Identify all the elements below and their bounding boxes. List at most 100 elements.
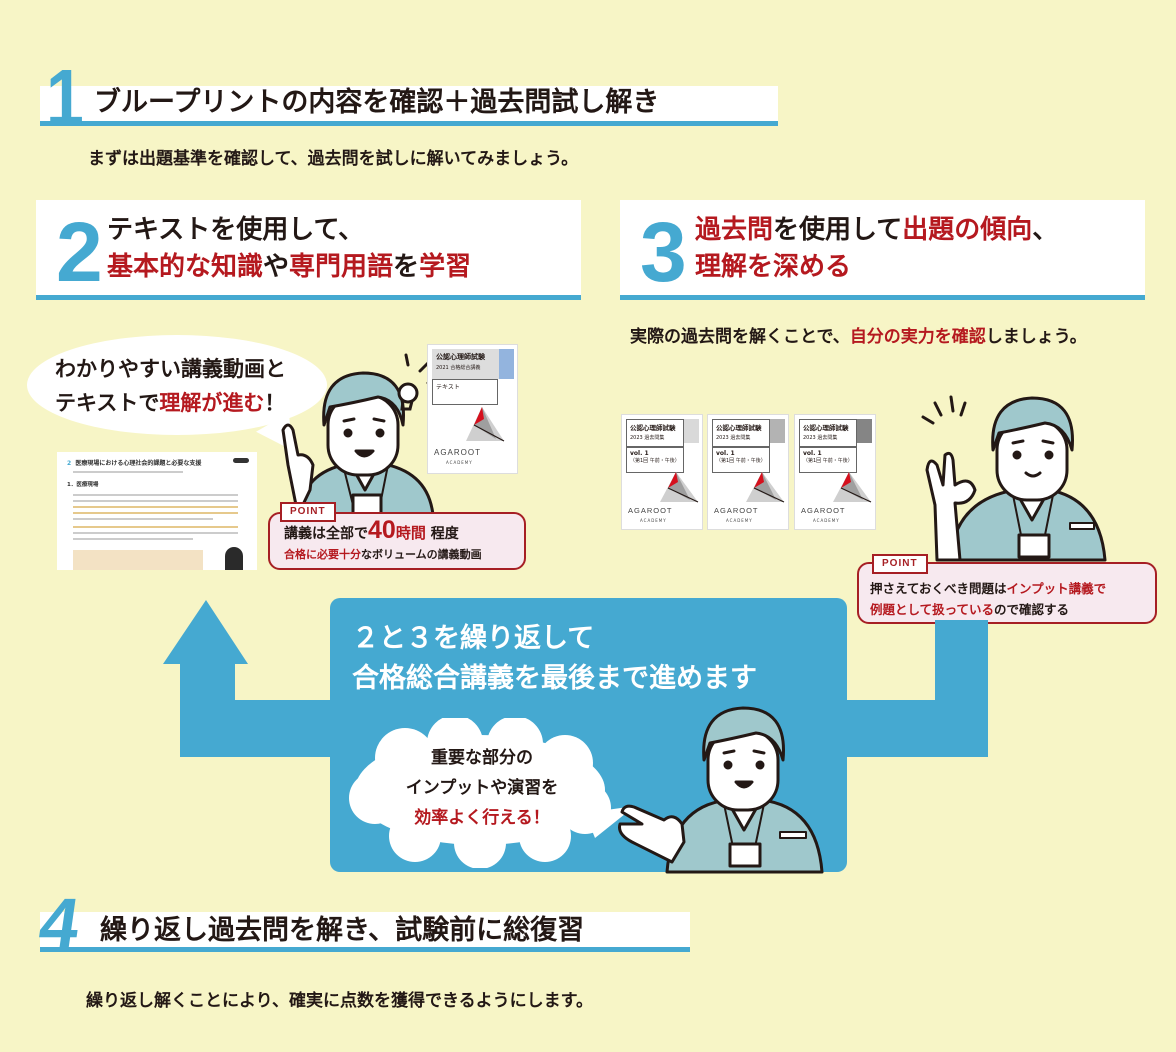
title-segment: 過去問 xyxy=(695,215,774,245)
point1-line2: 合格に必要十分なボリュームの講義動画 xyxy=(284,546,482,562)
slide-text-line xyxy=(73,518,213,520)
title-segment: を xyxy=(393,252,420,282)
repeat-line1: ２と３を繰り返して xyxy=(352,623,595,654)
point2-line2-suffix: ので確認する xyxy=(994,602,1070,617)
cloud-line3: 効率よく行える！ xyxy=(414,808,550,828)
slide-text-line xyxy=(73,538,193,540)
step4-header-bar xyxy=(40,912,690,952)
book-brand: AGAROOT xyxy=(714,506,759,515)
speech-bubble-text: わかりやすい講義動画と テキストで理解が進む！ xyxy=(55,352,286,420)
point1-line2-suffix: なボリュームの講義動画 xyxy=(361,548,482,561)
book-volume: vol. 1 xyxy=(803,450,822,457)
cloud-text: 重要な部分の インプットや演習を 効率よく行える！ xyxy=(357,743,607,833)
character-ok-sign-illustration xyxy=(921,395,1107,562)
book-subtitle: 2023 過去問集 xyxy=(630,435,665,441)
point-tag: POINT xyxy=(872,554,928,574)
point1-suffix: 程度 xyxy=(430,526,459,542)
point-tag: POINT xyxy=(280,502,336,522)
step4-description: 繰り返し解くことにより、確実に点数を獲得できるようにします。 xyxy=(86,991,593,1011)
bubble-suffix: ！ xyxy=(264,391,286,415)
title-segment: 出題の傾向 xyxy=(902,215,1033,245)
book-title-text: 公認心理師試験 xyxy=(436,353,485,361)
title-segment: を使用して xyxy=(773,215,903,245)
step3-title: 過去問を使用して出題の傾向、 理解を深める xyxy=(695,212,1058,286)
slide-table xyxy=(73,550,203,570)
bubble-line2: テキストで理解が進む！ xyxy=(55,386,286,420)
loop-connector-right xyxy=(840,620,988,757)
agaroot-logo-icon xyxy=(466,407,505,442)
agaroot-logo-icon xyxy=(833,472,872,503)
title-segment: や xyxy=(263,252,290,282)
book-title-text: 公認心理師試験 xyxy=(803,424,849,432)
agaroot-logo-icon xyxy=(660,472,699,503)
title-segment: 専門用語 xyxy=(289,252,394,282)
step1-description: まずは出題基準を確認して、過去問を試しに解いてみましょう。 xyxy=(88,149,579,169)
slide-number: 2 xyxy=(67,460,72,467)
slide-text-line xyxy=(73,494,238,496)
book-range: （第1回 午前・午後） xyxy=(716,458,766,464)
speech-bubble xyxy=(27,335,327,435)
step2-title-line2: 基本的な知識や専門用語を学習 xyxy=(107,249,471,286)
book-subtitle: 2021 合格総合講義 xyxy=(436,365,481,371)
book-brand: AGAROOT xyxy=(434,448,482,457)
book-brand-sub: ACADEMY xyxy=(446,460,473,465)
book-volume-box: vol. 1（第1回 午前・午後） xyxy=(799,447,857,473)
bubble-line1: わかりやすい講義動画と xyxy=(55,357,286,381)
book-range: （第1回 午前・午後） xyxy=(630,458,680,464)
book-label: テキスト xyxy=(436,384,460,391)
book-label-box: テキスト xyxy=(432,379,498,405)
title-segment: 基本的な知識 xyxy=(107,252,264,282)
title-segment: 、 xyxy=(1032,215,1059,245)
slide-text-line xyxy=(73,500,238,502)
book-title-text: 公認心理師試験 xyxy=(630,424,676,432)
lecturer-figure xyxy=(225,547,243,570)
book-subtitle: 2023 過去問集 xyxy=(716,435,751,441)
book-brand: AGAROOT xyxy=(628,506,673,515)
textbook-cover: 公認心理師試験 2021 合格総合講義 テキスト AGAROOT ACADEMY xyxy=(427,344,518,474)
book-tab xyxy=(684,419,699,443)
book-brand-sub: ACADEMY xyxy=(726,518,753,523)
repeat-line2: 合格総合講義を最後まで進めます xyxy=(352,663,757,694)
bubble-prefix: テキストで xyxy=(55,391,160,415)
character-presenting-illustration xyxy=(618,706,824,874)
loop-arrow-up-icon xyxy=(163,600,340,757)
book-brand-sub: ACADEMY xyxy=(640,518,667,523)
book-volume-box: vol. 1（第1回 午前・午後） xyxy=(712,447,770,473)
point1-prefix: 講義は全部で xyxy=(284,526,368,542)
lecture-hours-number: 40 xyxy=(368,516,396,544)
step2-number: 2 xyxy=(56,205,103,299)
slide-text-line xyxy=(73,532,238,534)
step3-title-line1: 過去問を使用して出題の傾向、 xyxy=(695,212,1058,249)
past-exam-book: 公認心理師試験 2023 過去問集 vol. 1（第1回 午前・午後） AGARO… xyxy=(707,414,789,530)
repeat-message: ２と３を繰り返して 合格総合講義を最後まで進めます xyxy=(352,619,757,699)
step2-header-bar xyxy=(36,200,581,300)
book-title: 公認心理師試験 2023 過去問集 xyxy=(712,419,770,447)
step1-header-bar xyxy=(40,86,778,126)
lecture-video-thumbnail: 2 医療現場における心理社会的課題と必要な支援 1．医療現場 xyxy=(57,452,257,570)
book-brand: AGAROOT xyxy=(801,506,846,515)
book-title: 公認心理師試験 2023 過去問集 xyxy=(626,419,684,447)
point2-line2: 例題として扱っているので確認する xyxy=(870,599,1069,618)
point1-line2-red: 合格に必要十分 xyxy=(284,548,361,561)
book-tab xyxy=(499,349,514,379)
step2-title: テキストを使用して、 基本的な知識や専門用語を学習 xyxy=(107,212,471,286)
slide-heading: 2 医療現場における心理社会的課題と必要な支援 xyxy=(67,458,201,467)
step4-title: 繰り返し過去問を解き、試験前に総復習 xyxy=(100,915,585,946)
step3-desc-red: 自分の実力を確認 xyxy=(849,327,986,347)
point2-line2-red: 例題として扱っている xyxy=(870,602,995,617)
bubble-red: 理解が進む xyxy=(159,391,265,415)
slide-text-line xyxy=(73,526,238,528)
step3-title-line2: 理解を深める xyxy=(695,252,852,282)
cloud-line2: インプットや演習を xyxy=(405,778,559,798)
step3-number: 3 xyxy=(640,205,687,299)
step3-desc-prefix: 実際の過去問を解くことで、 xyxy=(630,327,850,347)
book-title: 公認心理師試験 2021 合格総合講義 xyxy=(432,349,500,379)
book-range: （第1回 午前・午後） xyxy=(803,458,853,464)
book-tab xyxy=(857,419,872,443)
book-title-text: 公認心理師試験 xyxy=(716,424,762,432)
agaroot-logo-icon xyxy=(746,472,785,503)
